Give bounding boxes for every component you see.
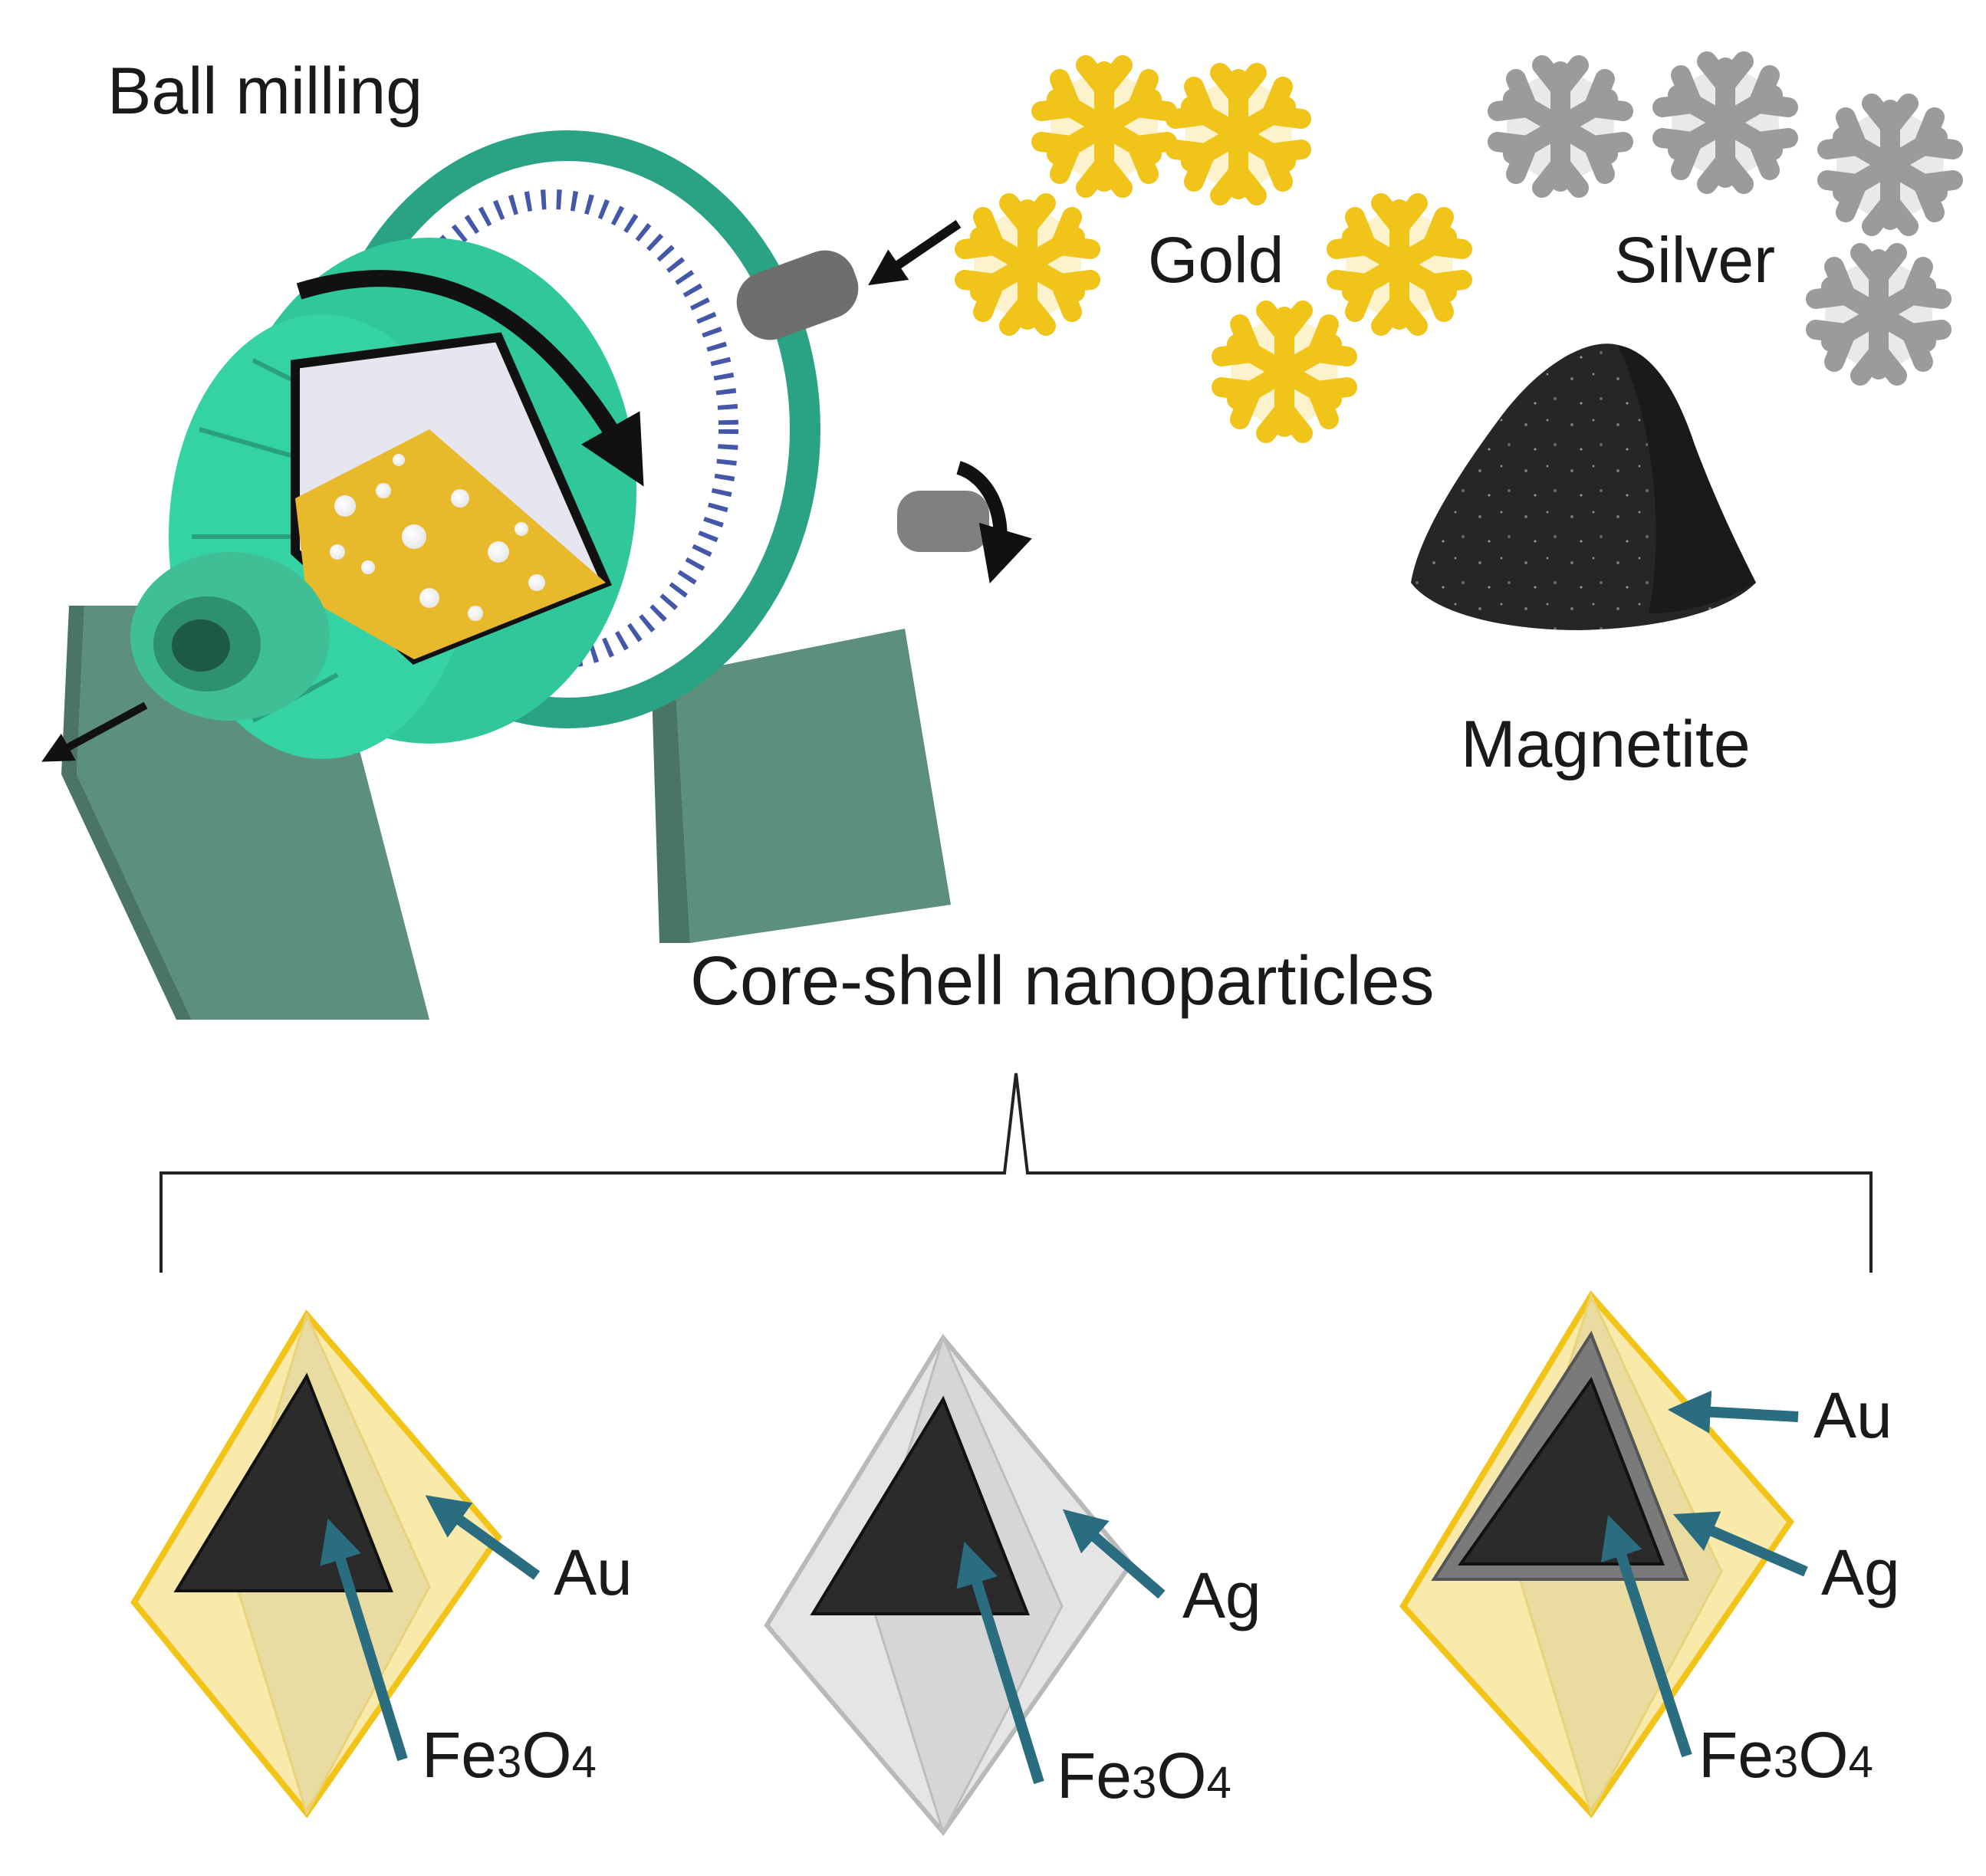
silver-nanoflower-icon — [1816, 253, 1942, 376]
magnetite-shadow — [1618, 345, 1756, 613]
gold-nanoflower-icon — [1175, 73, 1301, 195]
ball-milling-title: Ball milling — [107, 54, 423, 128]
silver-particles — [1498, 61, 1953, 376]
core-shell-particle-ag: Ag Fe3O4 — [764, 1333, 1261, 1836]
gold-nanoflower-icon — [1337, 203, 1462, 326]
gold-nanoflower-icon — [1041, 65, 1167, 188]
core-shell-particle-au-ag: Au Ag Fe3O4 — [1399, 1290, 1900, 1819]
gold-nanoflower-icon — [965, 203, 1090, 326]
grouping-bracket — [159, 1073, 1873, 1273]
core-pointer-arrow — [956, 1541, 1044, 1785]
silver-nanoflower-icon — [1827, 103, 1953, 226]
drive-rotation-arrow — [956, 461, 1032, 584]
core-shell-particle-au: Au Fe3O4 — [130, 1309, 633, 1819]
inlet-arrow — [868, 220, 962, 286]
silver-nanoflower-icon — [1662, 61, 1788, 184]
au-pointer-arrow — [1667, 1390, 1799, 1434]
milling-balls — [330, 454, 545, 621]
core-pointer-arrow — [320, 1518, 408, 1762]
shell-label-au: Au — [554, 1536, 633, 1608]
ball-mill-icon — [41, 130, 1032, 1020]
core-label-fe3o4: Fe3O4 — [1698, 1719, 1873, 1791]
shell-label-ag: Ag — [1182, 1559, 1261, 1631]
right-stand-side — [652, 675, 690, 943]
core-shell-title: Core-shell nanoparticles — [690, 943, 1435, 1020]
input-shaft — [736, 250, 859, 340]
ag-pointer-arrow — [1672, 1511, 1808, 1577]
core-label-fe3o4: Fe3O4 — [422, 1719, 597, 1791]
magnetite-pile-icon — [1411, 343, 1756, 630]
trunnion-hole — [172, 619, 230, 672]
shell-label-ag: Ag — [1821, 1536, 1900, 1608]
left-stand-side — [61, 606, 192, 1020]
gold-label: Gold — [1148, 224, 1284, 296]
gold-nanoflower-icon — [1222, 310, 1347, 433]
silver-label: Silver — [1614, 224, 1775, 296]
right-stand — [675, 629, 951, 943]
shell-pointer-arrow — [425, 1495, 541, 1580]
silver-nanoflower-icon — [1498, 65, 1623, 188]
magnetite-label: Magnetite — [1461, 708, 1751, 781]
outlet-arrow — [41, 701, 148, 762]
powder-bed — [295, 429, 606, 659]
core-label-fe3o4: Fe3O4 — [1057, 1740, 1231, 1812]
gear-teeth — [366, 189, 738, 669]
core-pointer-arrow — [1600, 1515, 1692, 1758]
shell-pointer-arrow — [1062, 1509, 1166, 1599]
shell-label-au: Au — [1813, 1379, 1892, 1451]
rotation-arrow — [296, 270, 644, 487]
drive-shaft — [897, 491, 989, 552]
